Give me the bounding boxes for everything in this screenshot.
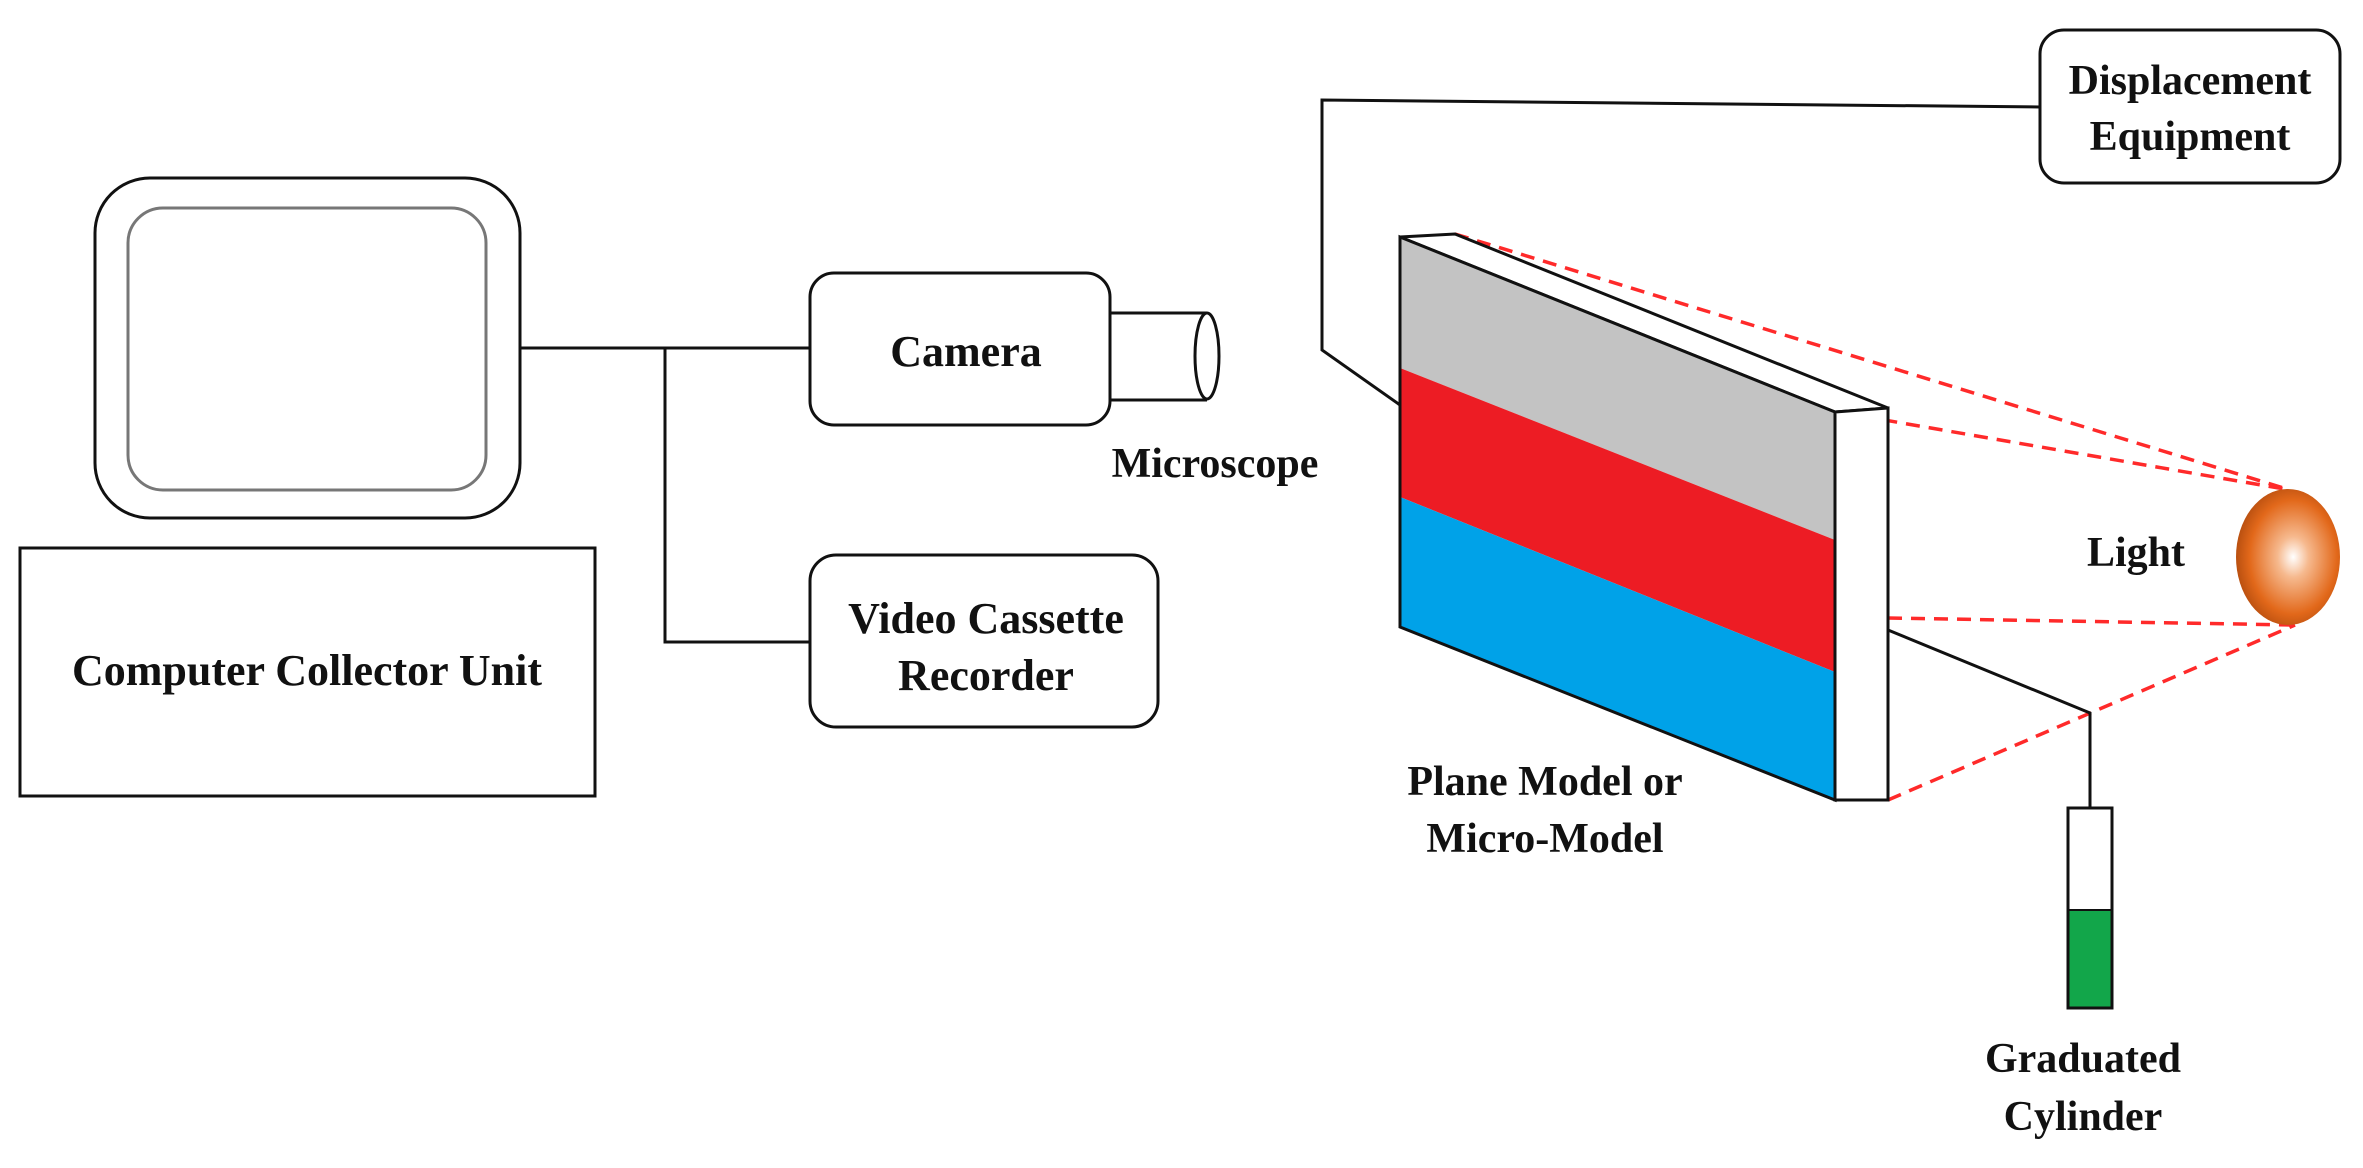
video-cassette-recorder-box: Video Cassette Recorder bbox=[808, 553, 1160, 729]
plane-model-label-line1: Plane Model or bbox=[1407, 759, 1682, 805]
plane-model bbox=[1398, 232, 1890, 803]
plane-model-label-line2: Micro-Model bbox=[1426, 816, 1663, 862]
model-side-face bbox=[1833, 406, 1890, 802]
cylinder-fluid bbox=[2069, 910, 2111, 1007]
displacement-equipment-box: Displacement Equipment bbox=[2038, 28, 2342, 185]
graduated-cylinder bbox=[2066, 806, 2114, 1010]
model-gray-layer bbox=[1400, 237, 1835, 540]
graduated-cylinder-label-line1: Graduated bbox=[1985, 1036, 2181, 1082]
computer-monitor bbox=[93, 176, 522, 520]
light-label: Light bbox=[2087, 530, 2185, 576]
displacement-equipment-label-line2: Equipment bbox=[2090, 114, 2291, 160]
video-cassette-recorder-label-line2: Recorder bbox=[898, 651, 1074, 700]
displacement-equipment-label-line1: Displacement bbox=[2069, 58, 2312, 104]
model-blue-layer bbox=[1400, 497, 1835, 800]
light-beams bbox=[1454, 232, 2296, 802]
computer-collector-unit-label: Computer Collector Unit bbox=[72, 646, 542, 695]
camera-box: Camera bbox=[808, 271, 1112, 427]
computer-collector-unit-box: Computer Collector Unit bbox=[18, 546, 597, 798]
microscope-lens bbox=[1110, 311, 1221, 402]
outlet-line bbox=[1887, 628, 2092, 838]
graduated-cylinder-label-line2: Cylinder bbox=[2004, 1094, 2163, 1140]
monitor-connection-lines bbox=[520, 346, 810, 644]
video-cassette-recorder-label-line1: Video Cassette bbox=[848, 594, 1124, 643]
model-red-layer bbox=[1400, 368, 1835, 672]
light-bulb-icon bbox=[2236, 489, 2340, 625]
camera-label: Camera bbox=[890, 327, 1042, 376]
microscope-label: Microscope bbox=[1112, 441, 1319, 487]
displacement-feed-line bbox=[1320, 98, 2041, 407]
